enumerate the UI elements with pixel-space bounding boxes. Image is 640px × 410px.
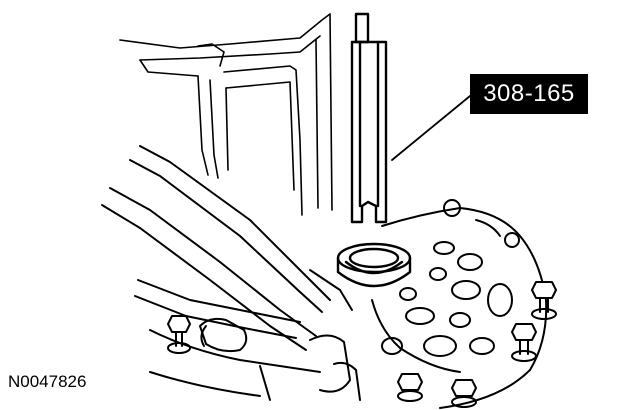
figure-id-label: N0047826 [8,372,87,391]
tool-number-label: 308-165 [470,74,588,114]
transmission-case [120,14,332,215]
housing-cover [372,200,546,408]
bolts [167,281,557,407]
callout-leader-line [392,96,470,160]
oil-seal [338,244,410,286]
support-bars [102,146,352,350]
lower-casting [150,319,360,400]
installer-tool [352,14,386,222]
